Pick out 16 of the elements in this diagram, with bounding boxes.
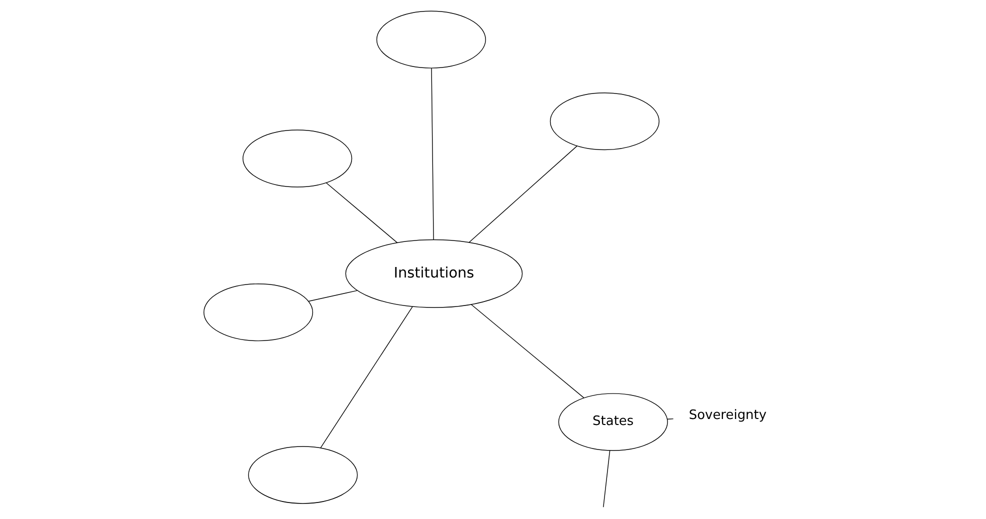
connector bbox=[308, 290, 358, 302]
connector bbox=[326, 182, 398, 244]
node-text: Sovereignty bbox=[688, 408, 767, 424]
node-ellipse bbox=[248, 446, 358, 504]
node-ellipse bbox=[204, 284, 314, 342]
node-ellipse bbox=[242, 130, 352, 188]
connector bbox=[603, 450, 610, 508]
node-ellipse bbox=[376, 10, 486, 68]
node-ellipse bbox=[550, 92, 660, 150]
connector bbox=[320, 306, 413, 448]
node-ellipse: Institutions bbox=[345, 239, 523, 308]
connector bbox=[468, 146, 578, 243]
connector bbox=[667, 418, 674, 420]
node-ellipse: States bbox=[558, 393, 668, 451]
connector bbox=[470, 304, 584, 398]
connector bbox=[431, 68, 434, 240]
